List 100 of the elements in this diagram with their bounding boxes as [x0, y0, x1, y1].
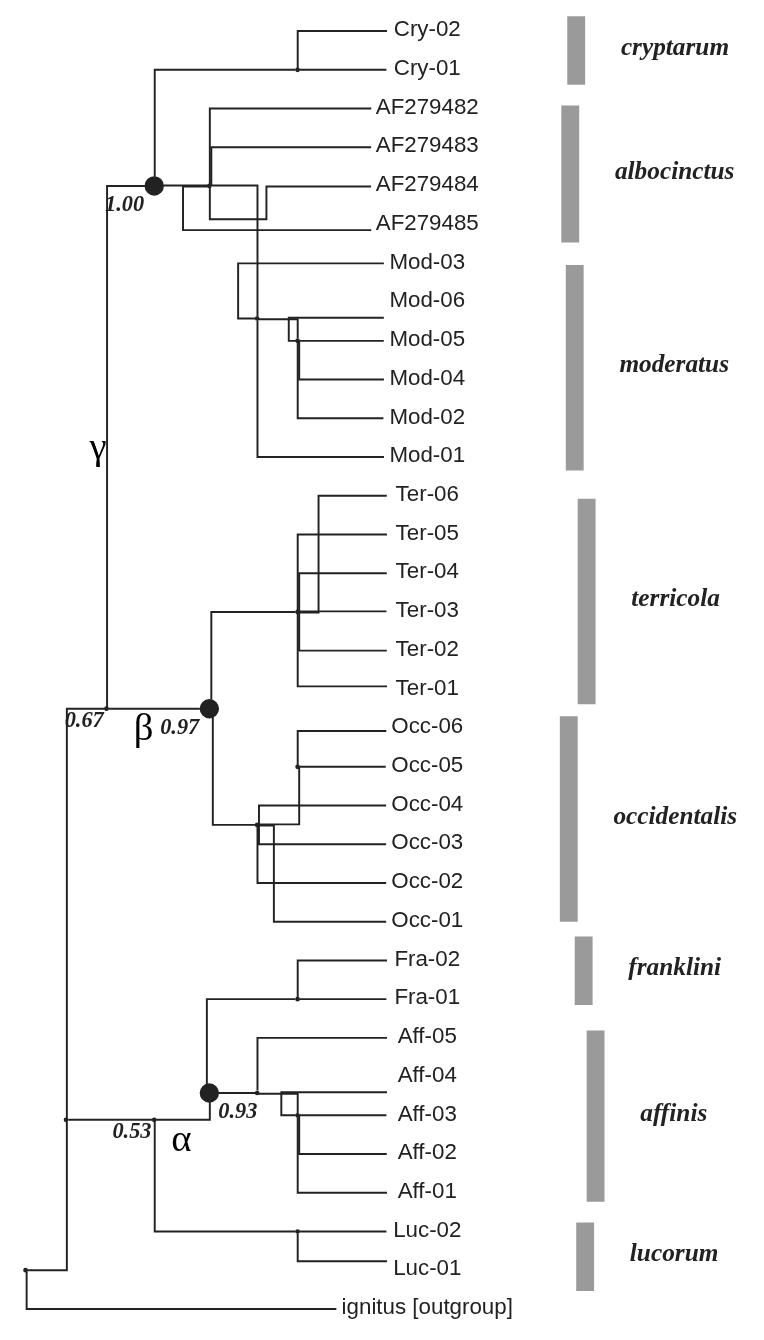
node-circle: [144, 176, 164, 196]
node-text: Mod-03: [389, 248, 466, 274]
connector: [296, 1116, 388, 1194]
connector: [296, 612, 388, 688]
node-text: Mod-01: [389, 442, 466, 468]
node-text: Aff-03: [397, 1100, 457, 1126]
connector: [298, 494, 388, 614]
connector: [298, 572, 388, 613]
connector: [155, 1101, 211, 1121]
node-text: Aff-02: [397, 1139, 457, 1165]
node-text: AF279482: [375, 93, 479, 119]
node-text: AF279483: [375, 132, 479, 158]
connector: [67, 1118, 154, 1121]
connector: [298, 1230, 388, 1233]
connector: [298, 610, 388, 613]
connector: [211, 716, 257, 826]
connector: [210, 610, 297, 701]
node-text: Aff-01: [397, 1177, 457, 1203]
node-point: [295, 609, 300, 615]
node-text: AF279484: [375, 171, 479, 197]
node-text: Mod-05: [389, 326, 466, 352]
node-text: Cry-01: [393, 55, 461, 80]
connector: [298, 339, 385, 342]
connector: [298, 1114, 388, 1117]
connector: [257, 318, 299, 340]
node-text: Ter-06: [395, 480, 459, 506]
node-point: [295, 764, 300, 770]
connector: [256, 1036, 388, 1092]
connector: [298, 765, 387, 768]
node-text: AF279485: [375, 209, 479, 235]
node-text: Aff-05: [397, 1023, 457, 1049]
connector: [258, 804, 388, 826]
connector: [162, 184, 209, 187]
label: terricola: [631, 583, 720, 612]
node-point: [23, 1267, 28, 1273]
node-text: Fra-01: [394, 984, 461, 1010]
connector: [210, 184, 259, 318]
connector: [256, 825, 388, 884]
connector: [296, 959, 388, 999]
connector: [210, 146, 373, 187]
label: affinis: [640, 1097, 708, 1126]
node-text: Occ-02: [391, 868, 464, 894]
connector: [296, 730, 388, 766]
node-circle: [199, 1083, 220, 1103]
node-text: Mod-04: [389, 364, 466, 390]
node-point: [295, 1229, 300, 1234]
node-text: Ter-02: [395, 635, 459, 661]
label: occidentalis: [613, 800, 738, 829]
node-text: Cry-02: [393, 16, 461, 42]
connector: [296, 1232, 388, 1263]
node-label: 0.97: [160, 714, 200, 740]
node-point: [295, 338, 300, 344]
connector: [26, 1120, 68, 1272]
node-label: 0.93: [218, 1098, 258, 1124]
connector: [257, 824, 388, 923]
node-point: [104, 706, 109, 712]
node-text: Ter-03: [395, 597, 459, 623]
node-point: [254, 316, 260, 321]
connector: [296, 341, 385, 420]
node-text: Luc-01: [393, 1255, 462, 1281]
node-point: [295, 1112, 300, 1118]
connector: [257, 1092, 299, 1115]
connector: [298, 340, 385, 381]
connector: [153, 1120, 297, 1233]
node-circle: [199, 699, 220, 719]
label: lucorum: [629, 1238, 719, 1267]
node-text: Aff-04: [397, 1061, 457, 1087]
node-point: [254, 1090, 260, 1096]
node-point: [254, 822, 260, 828]
node-text: Occ-03: [391, 829, 464, 855]
node-text: Ter-05: [395, 519, 459, 545]
connector: [256, 319, 385, 458]
node-text: Occ-04: [391, 790, 464, 816]
node-text: Mod-06: [389, 287, 466, 313]
node-text: Fra-02: [394, 945, 461, 971]
node-point: [151, 1117, 157, 1123]
node-point: [63, 1117, 69, 1123]
node-point: [295, 67, 300, 73]
edge-label: α: [171, 1115, 192, 1159]
connector: [153, 68, 297, 178]
connector: [258, 824, 388, 846]
connector: [106, 185, 147, 709]
node-text: Occ-06: [391, 713, 464, 739]
connector: [298, 998, 388, 1001]
node-text: Ter-04: [395, 558, 459, 584]
connector: [298, 611, 388, 652]
connector: [298, 1114, 388, 1155]
connector: [205, 998, 297, 1086]
connector: [296, 533, 388, 611]
node-text: Ter-01: [395, 674, 459, 700]
node-text: Mod-02: [389, 403, 466, 429]
node-text: Luc-02: [393, 1216, 462, 1242]
connector: [217, 1092, 257, 1094]
label: albocinctus: [614, 155, 735, 184]
connector: [65, 707, 106, 1120]
connector: [298, 68, 388, 71]
node-point: [295, 996, 300, 1002]
label: franklini: [628, 952, 722, 981]
node-text: Occ-05: [391, 752, 464, 778]
node-point: [207, 183, 212, 189]
